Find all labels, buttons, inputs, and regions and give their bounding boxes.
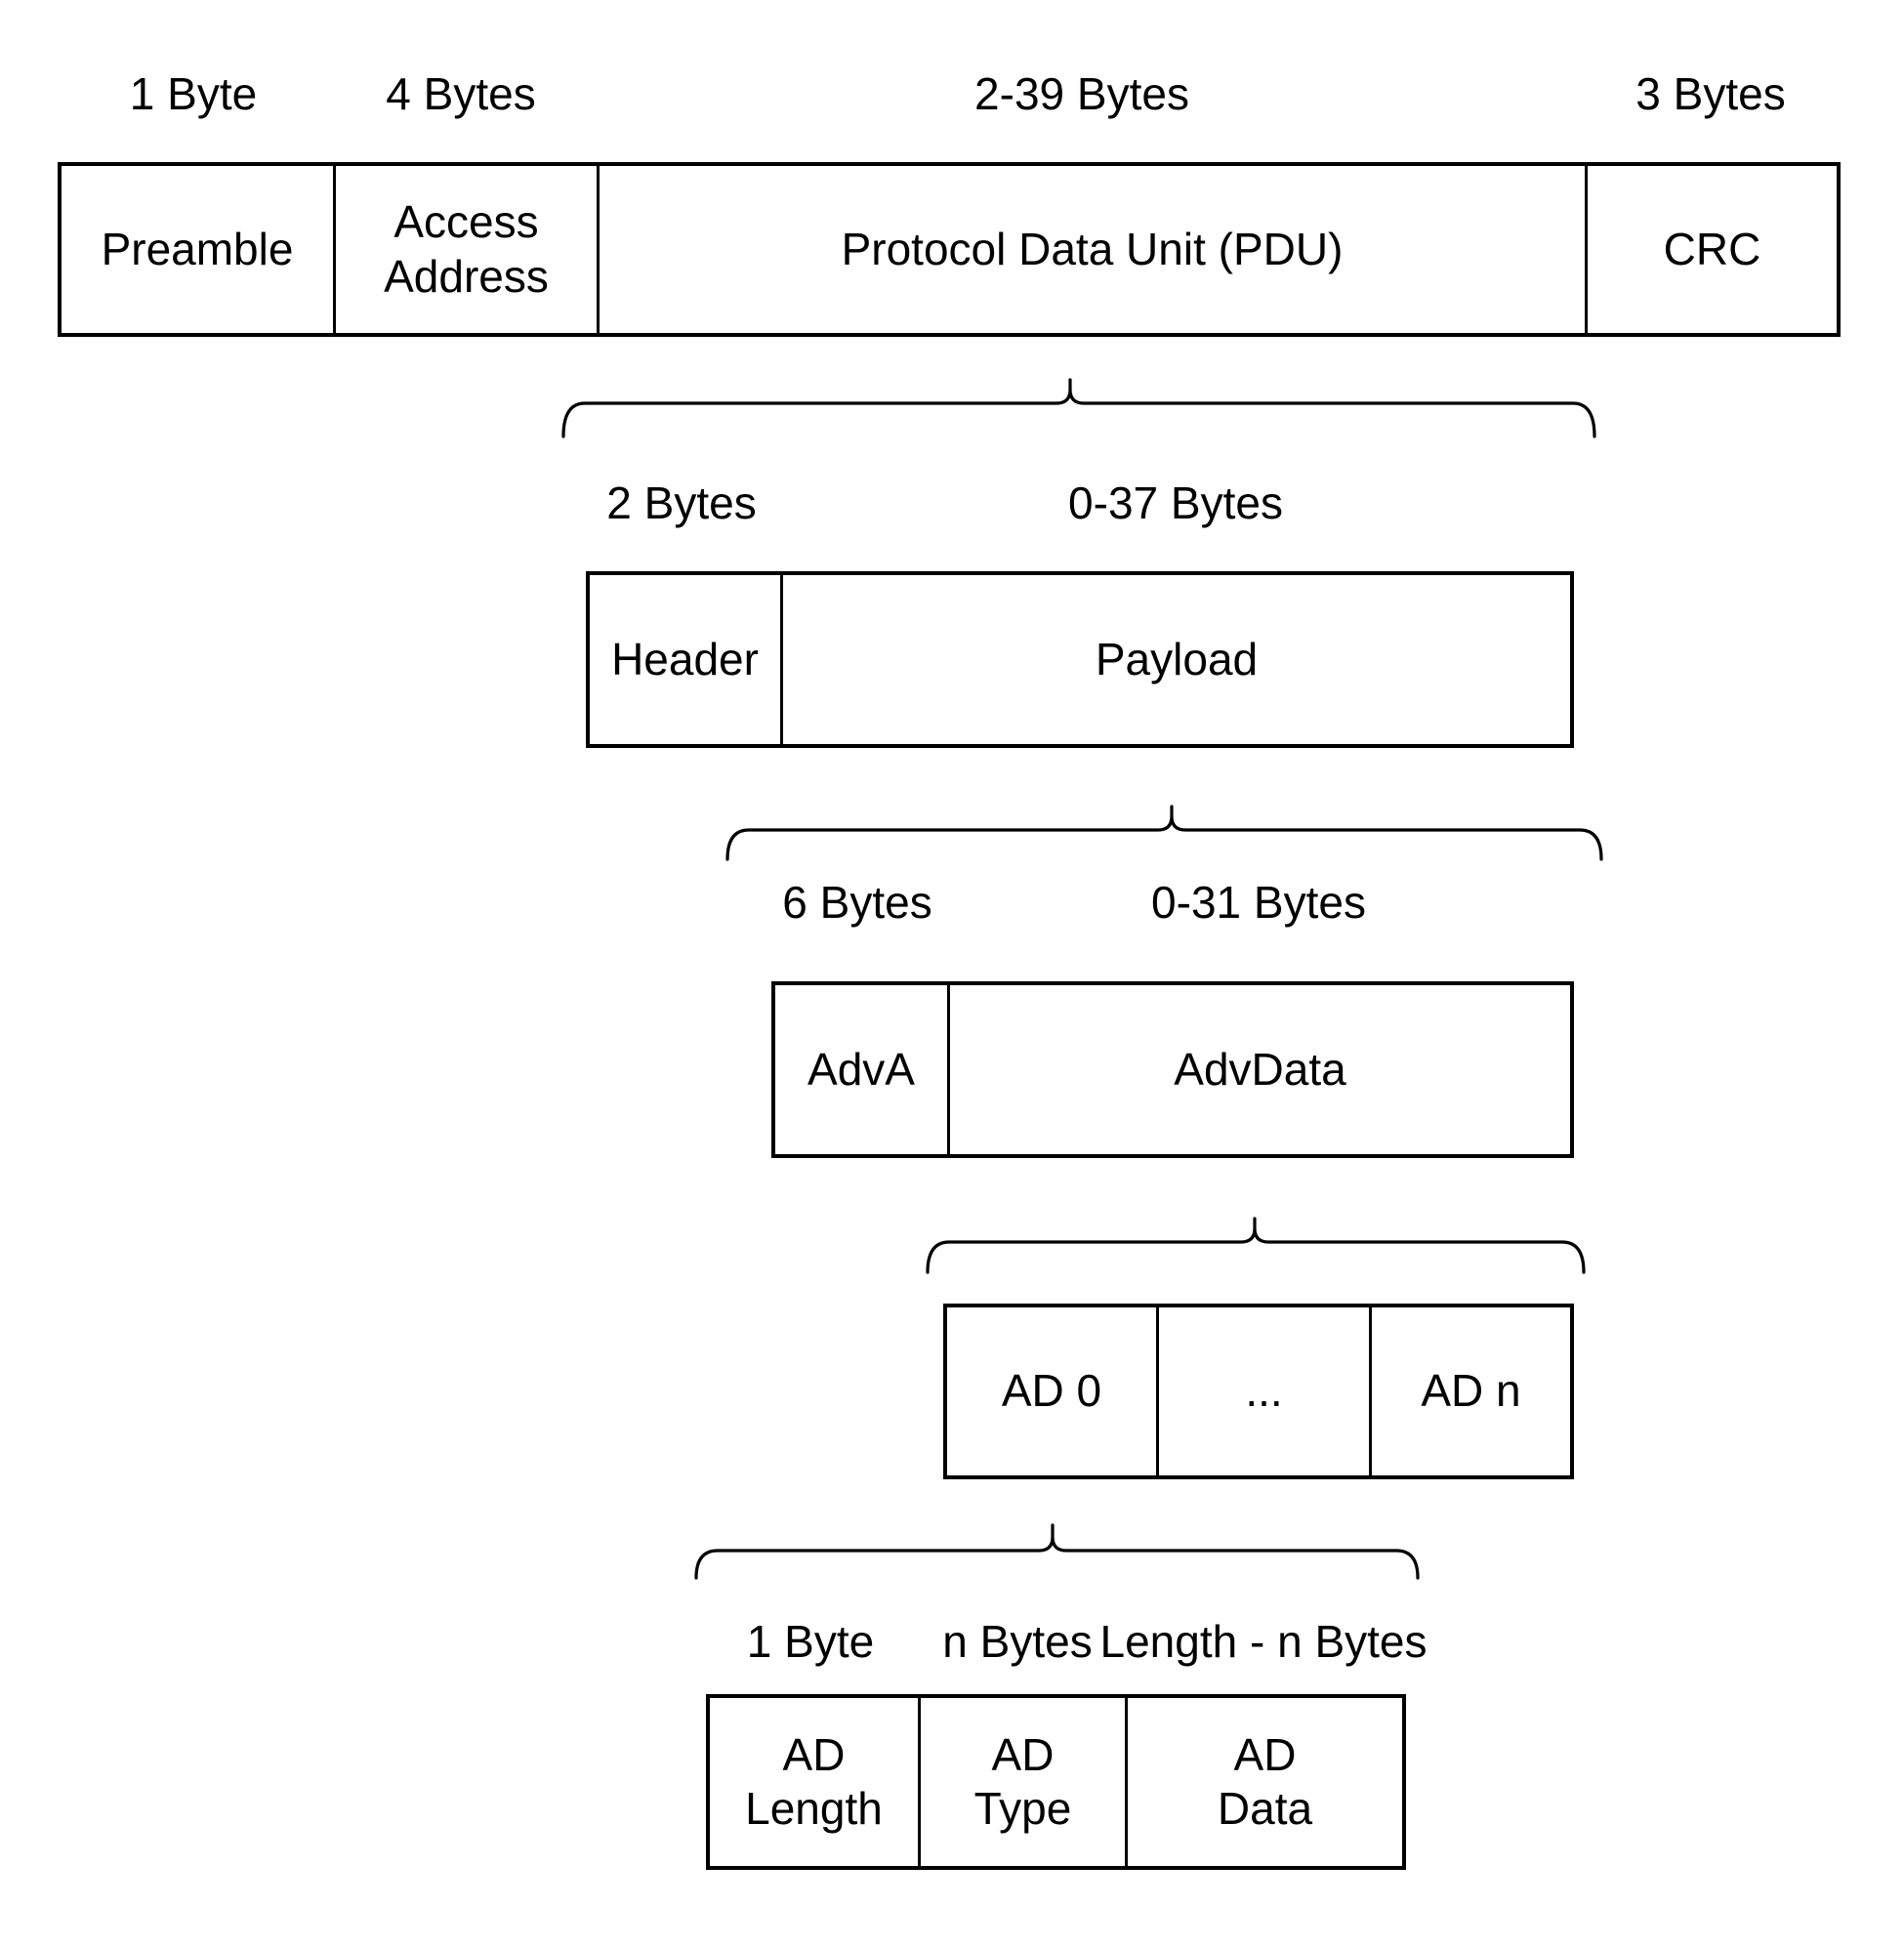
size-label-pdu: 2-39 Bytes [974, 68, 1189, 119]
brace-payload-expansion [725, 805, 1603, 861]
row-packet: Preamble Access Address Protocol Data Un… [58, 162, 1841, 337]
size-label-payload: 0-37 Bytes [1068, 477, 1283, 528]
size-label-adva: 6 Bytes [782, 877, 932, 928]
cell-ad-n: AD n [1369, 1307, 1570, 1475]
cell-preamble: Preamble [101, 223, 294, 274]
size-label-access-address: 4 Bytes [386, 68, 536, 119]
cell-crc: CRC [1585, 166, 1837, 333]
cell-ad-type: AD Type [918, 1698, 1125, 1866]
size-label-ad-length: 1 Byte [746, 1616, 875, 1667]
cell-ad-0: AD 0 [1001, 1365, 1102, 1417]
size-label-header: 2 Bytes [606, 477, 757, 528]
brace-ad0-expansion [694, 1523, 1420, 1580]
row-pdu: Header Payload [586, 571, 1574, 748]
cell-ad-data: AD Data [1125, 1698, 1402, 1866]
row-payload: AdvA AdvData [771, 981, 1574, 1158]
cell-ad-ellipsis: ... [1156, 1307, 1369, 1475]
size-label-crc: 3 Bytes [1635, 68, 1786, 119]
cell-advdata: AdvData [947, 985, 1570, 1154]
brace-advdata-expansion [926, 1217, 1586, 1274]
size-label-ad-type: n Bytes [942, 1616, 1093, 1667]
cell-access-address: Access Address [333, 166, 597, 333]
brace-pdu-expansion [561, 378, 1596, 438]
size-label-advdata: 0-31 Bytes [1151, 877, 1366, 928]
cell-payload: Payload [780, 575, 1570, 744]
row-ad-structure: AD Length AD Type AD Data [706, 1694, 1406, 1870]
cell-header: Header [611, 633, 759, 684]
cell-ad-length: AD Length [745, 1728, 883, 1834]
size-label-preamble: 1 Byte [129, 68, 258, 119]
cell-adva: AdvA [807, 1043, 915, 1095]
size-label-ad-data: Length - n Bytes [1099, 1616, 1428, 1667]
row-advdata: AD 0 ... AD n [943, 1304, 1574, 1479]
cell-pdu: Protocol Data Unit (PDU) [597, 166, 1585, 333]
